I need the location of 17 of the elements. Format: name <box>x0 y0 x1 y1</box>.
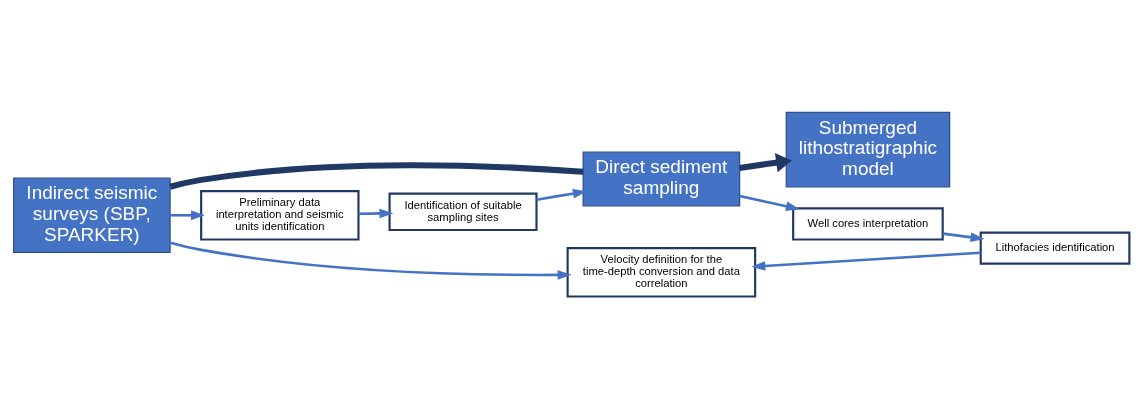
node-box: Preliminary data interpretation and seismic units identification <box>200 189 360 241</box>
arrow <box>170 209 205 220</box>
node-box: Well cores interpretation <box>792 206 944 241</box>
arrow <box>739 152 792 172</box>
node-box: Submerged lithostratigraphic model <box>785 111 951 187</box>
arrow <box>942 231 985 242</box>
arrow <box>739 194 800 211</box>
node-box: Identification of suitable sampling sites <box>388 192 538 231</box>
connector <box>169 161 584 190</box>
arrow <box>536 188 587 201</box>
node-box: Indirect seismic surveys (SBP, SPARKER) <box>12 177 171 253</box>
node-box: Lithofacies identification <box>979 231 1131 265</box>
node-box: Direct sediment sampling <box>582 151 741 206</box>
arrow <box>358 208 394 218</box>
arrow <box>169 240 572 280</box>
node-box: Velocity definition for the time-depth conversion and data correlation <box>566 246 757 298</box>
arrow <box>751 250 981 271</box>
